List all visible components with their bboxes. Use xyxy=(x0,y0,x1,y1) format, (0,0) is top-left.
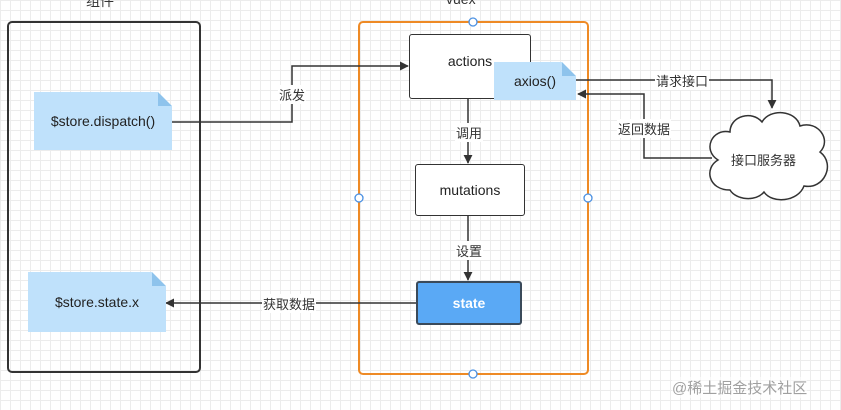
edge-call-label: 调用 xyxy=(455,123,484,142)
edge-set-label: 设置 xyxy=(455,241,484,260)
edge-response-label: 返回数据 xyxy=(617,119,672,138)
state-x-note[interactable]: $store.state.x xyxy=(28,272,166,332)
server-cloud-shape xyxy=(709,112,829,201)
edge-request xyxy=(575,79,777,109)
mutations-box[interactable]: mutations xyxy=(415,164,525,216)
state-label: state xyxy=(452,295,486,311)
axios-label: axios() xyxy=(513,73,556,89)
state-x-note-label: $store.state.x xyxy=(54,294,140,310)
components-title: 组件 xyxy=(86,0,114,9)
server-label: 接口服务器 xyxy=(731,153,797,168)
watermark: @稀土掘金技术社区 xyxy=(672,377,808,398)
edge-request-label: 请求接口 xyxy=(655,71,710,90)
edge-get-label: 获取数据 xyxy=(262,294,317,313)
mutations-label: mutations xyxy=(439,182,501,198)
edge-dispatch-label: 派发 xyxy=(278,85,307,104)
resize-handle-left[interactable] xyxy=(354,193,364,203)
vuex-title: vuex xyxy=(446,0,476,7)
state-box[interactable]: state xyxy=(416,281,522,325)
actions-label: actions xyxy=(447,53,493,69)
dispatch-note[interactable]: $store.dispatch() xyxy=(34,92,172,150)
dispatch-note-label: $store.dispatch() xyxy=(50,113,156,129)
components-container xyxy=(7,21,201,373)
resize-handle-top[interactable] xyxy=(468,17,478,27)
resize-handle-bottom[interactable] xyxy=(468,369,478,379)
axios-note[interactable]: axios() xyxy=(494,62,576,100)
resize-handle-right[interactable] xyxy=(583,193,593,203)
